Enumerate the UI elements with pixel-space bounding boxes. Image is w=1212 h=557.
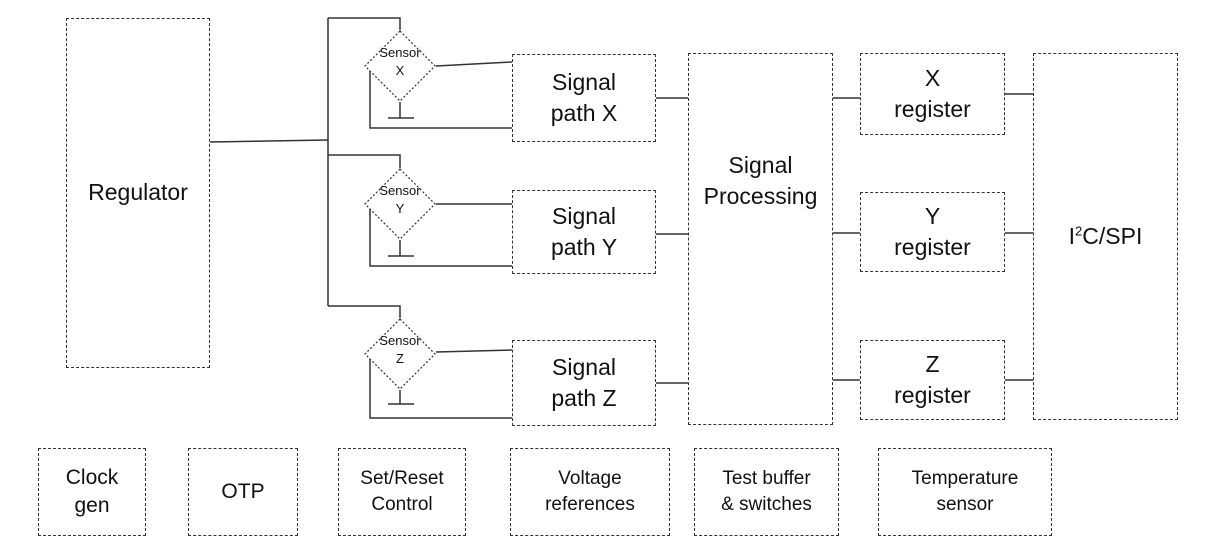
temperature-sensor-block: Temperature sensor <box>878 448 1052 536</box>
voltage-references-label: Voltage references <box>545 468 635 515</box>
interface-suffix: C/SPI <box>1082 222 1143 249</box>
y-register: Y register <box>860 192 1005 272</box>
clock-gen-block: Clock gen <box>38 448 146 536</box>
otp-label: OTP <box>221 479 265 503</box>
set-reset-control-label: Set/Reset Control <box>360 468 444 515</box>
sensor-z-line2: Z <box>396 350 404 366</box>
interface-prefix: I <box>1068 222 1076 249</box>
sensor-z-line1: Sensor <box>379 333 421 348</box>
signal-path-x: Signal path X <box>512 54 656 142</box>
y-register-label: Y register <box>894 202 971 260</box>
regulator-block: Regulator <box>66 18 210 368</box>
sensor-x-diamond <box>364 30 436 102</box>
i2c-spi-interface: I2C/SPI <box>1033 53 1178 420</box>
x-register-label: X register <box>894 64 971 122</box>
voltage-references-block: Voltage references <box>510 448 670 536</box>
interface-label: I2C/SPI <box>1069 221 1143 252</box>
interface-superscript: 2 <box>1075 223 1083 239</box>
sensor-x-line2: X <box>395 62 405 78</box>
signal-processing-block: Signal Processing <box>688 53 833 425</box>
z-register: Z register <box>860 340 1005 420</box>
temperature-sensor-label: Temperature sensor <box>911 468 1019 515</box>
test-buffer-block: Test buffer & switches <box>694 448 839 536</box>
otp-block: OTP <box>188 448 298 536</box>
z-register-label: Z register <box>894 350 971 408</box>
sensor-y-line2: Y <box>395 200 405 216</box>
test-buffer-label: Test buffer & switches <box>721 468 812 515</box>
sensor-y-line1: Sensor <box>379 183 421 198</box>
signal-path-y-label: Signal path Y <box>550 202 618 260</box>
regulator-label: Regulator <box>88 179 188 206</box>
sensor-z-diamond <box>364 318 436 390</box>
sensor-x-line1: Sensor <box>379 45 421 60</box>
signal-path-z: Signal path Z <box>512 340 656 426</box>
signal-path-z-label: Signal path Z <box>551 353 617 411</box>
x-register: X register <box>860 53 1005 135</box>
signal-path-x-label: Signal path X <box>550 68 618 126</box>
signal-processing-label: Signal Processing <box>703 152 818 210</box>
sensor-y-diamond <box>364 168 436 240</box>
clock-gen-label: Clock gen <box>65 465 119 517</box>
signal-path-y: Signal path Y <box>512 190 656 274</box>
set-reset-control-block: Set/Reset Control <box>338 448 466 536</box>
